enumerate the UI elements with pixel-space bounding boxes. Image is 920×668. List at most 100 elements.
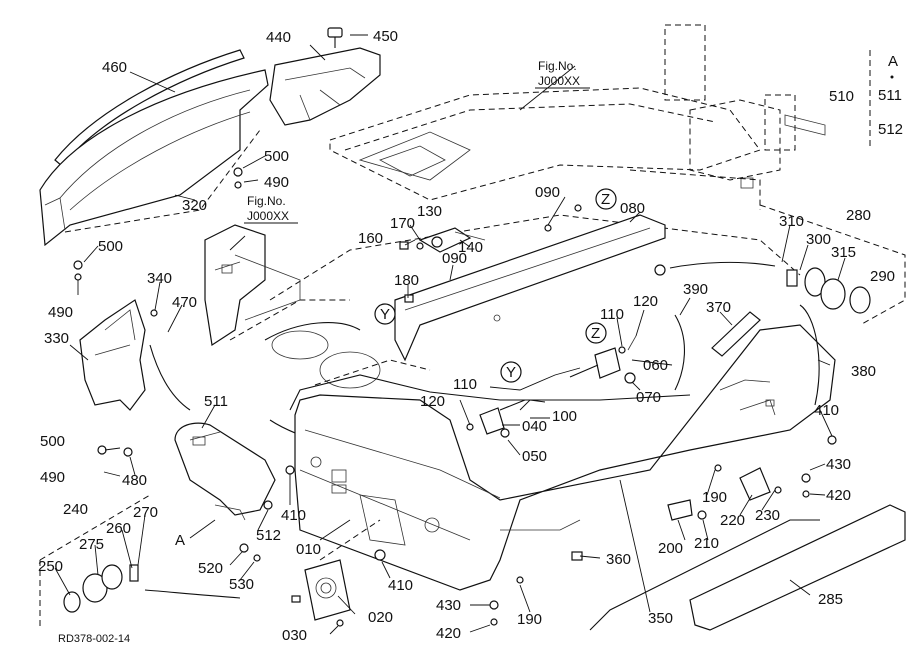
label-460: 460 bbox=[102, 59, 127, 76]
inset-a-letter: A bbox=[888, 53, 898, 70]
inset-a-item-512: 512 bbox=[878, 121, 903, 138]
part-320-side-cover bbox=[39, 69, 269, 247]
label-010: 010 bbox=[296, 541, 321, 558]
label-490-top: 490 bbox=[264, 174, 289, 191]
label-360: 360 bbox=[606, 551, 631, 568]
part-280-assembly bbox=[654, 204, 906, 326]
marker-z-top-label: Z bbox=[601, 191, 610, 208]
part-285-step bbox=[689, 504, 906, 631]
label-240: 240 bbox=[63, 501, 88, 518]
part-010-frame bbox=[294, 324, 836, 591]
label-290: 290 bbox=[870, 268, 895, 285]
label-090-top: 090 bbox=[535, 184, 560, 201]
label-530: 530 bbox=[229, 576, 254, 593]
label-340: 340 bbox=[147, 270, 172, 287]
label-200: 200 bbox=[658, 540, 683, 557]
part-440-cover bbox=[269, 47, 381, 126]
inset-a-legend: A 511 512 510 bbox=[829, 53, 903, 138]
label-040: 040 bbox=[522, 418, 547, 435]
label-190-right: 190 bbox=[702, 489, 727, 506]
label-100: 100 bbox=[552, 408, 577, 425]
label-512: 512 bbox=[256, 527, 281, 544]
part-390-hose bbox=[674, 314, 685, 391]
label-450: 450 bbox=[373, 28, 398, 45]
label-430-right: 430 bbox=[826, 456, 851, 473]
label-410-right: 410 bbox=[814, 402, 839, 419]
fasteners bbox=[73, 167, 837, 627]
leader-lines bbox=[54, 34, 871, 635]
label-020: 020 bbox=[368, 609, 393, 626]
label-090-mid: 090 bbox=[442, 250, 467, 267]
label-220: 220 bbox=[720, 512, 745, 529]
inset-a-item-511: 511 bbox=[878, 87, 902, 104]
part-330-guard bbox=[79, 299, 146, 411]
figure-code: RD378-002-14 bbox=[58, 633, 130, 645]
label-300: 300 bbox=[806, 231, 831, 248]
label-470: 470 bbox=[172, 294, 197, 311]
part-080-panel bbox=[394, 214, 666, 362]
marker-z-bottom-label: Z bbox=[591, 325, 600, 342]
fig-ref-left-line1: Fig.No. bbox=[247, 194, 286, 208]
label-120-right: 120 bbox=[633, 293, 658, 310]
label-500-top: 500 bbox=[264, 148, 289, 165]
label-420-right: 420 bbox=[826, 487, 851, 504]
marker-y-left bbox=[374, 303, 396, 325]
label-410-bottom: 410 bbox=[388, 577, 413, 594]
marker-z-top bbox=[595, 188, 617, 210]
part-460-strip bbox=[54, 49, 245, 167]
label-285: 285 bbox=[818, 591, 843, 608]
marker-y-left-label: Y bbox=[380, 306, 390, 323]
label-140: 140 bbox=[458, 239, 483, 256]
label-500-lower: 500 bbox=[40, 433, 65, 450]
part-470-hose bbox=[149, 344, 191, 411]
label-080: 080 bbox=[620, 200, 645, 217]
label-050: 050 bbox=[522, 448, 547, 465]
label-410-left: 410 bbox=[281, 507, 306, 524]
label-230: 230 bbox=[755, 507, 780, 524]
bracket-cluster-060 bbox=[569, 335, 637, 384]
fig-ref-left-line2: J000XX bbox=[247, 209, 289, 223]
label-520: 520 bbox=[198, 560, 223, 577]
label-480: 480 bbox=[122, 472, 147, 489]
bracket-cluster-040 bbox=[466, 399, 526, 438]
part-511-panel bbox=[174, 422, 276, 521]
label-260: 260 bbox=[106, 520, 131, 537]
marker-y-right bbox=[500, 361, 522, 383]
marker-y-right-label: Y bbox=[506, 364, 516, 381]
bracket-cluster-130 bbox=[399, 227, 486, 303]
label-210: 210 bbox=[694, 535, 719, 552]
label-370: 370 bbox=[706, 299, 731, 316]
label-250: 250 bbox=[38, 558, 63, 575]
fig-reference-top: Fig.No. J000XX bbox=[535, 59, 590, 89]
fig-ref-top-line1: Fig.No. bbox=[538, 59, 577, 73]
label-511: 511 bbox=[204, 393, 228, 410]
part-370-pad bbox=[711, 311, 761, 357]
label-170: 170 bbox=[390, 215, 415, 232]
label-500-left: 500 bbox=[98, 238, 123, 255]
hardware-lower-right bbox=[667, 464, 782, 521]
fig-ref-top-line2: J000XX bbox=[538, 74, 580, 88]
marker-z-bottom bbox=[585, 322, 607, 344]
part-380-hose bbox=[799, 304, 820, 406]
part-350-rail bbox=[589, 519, 820, 631]
label-320: 320 bbox=[182, 197, 207, 214]
label-315: 315 bbox=[831, 244, 856, 261]
label-130: 130 bbox=[417, 203, 442, 220]
label-120-left: 120 bbox=[420, 393, 445, 410]
label-380: 380 bbox=[851, 363, 876, 380]
label-160: 160 bbox=[358, 230, 383, 247]
label-310: 310 bbox=[779, 213, 804, 230]
label-275: 275 bbox=[79, 536, 104, 553]
label-350: 350 bbox=[648, 610, 673, 627]
part-450-bolt bbox=[327, 27, 343, 48]
part-240-assembly bbox=[39, 494, 241, 630]
label-430-bottom: 430 bbox=[436, 597, 461, 614]
label-390: 390 bbox=[683, 281, 708, 298]
label-110-right: 110 bbox=[600, 306, 624, 323]
label-280: 280 bbox=[846, 207, 871, 224]
label-270: 270 bbox=[133, 504, 158, 521]
label-070: 070 bbox=[636, 389, 661, 406]
label-440: 440 bbox=[266, 29, 291, 46]
